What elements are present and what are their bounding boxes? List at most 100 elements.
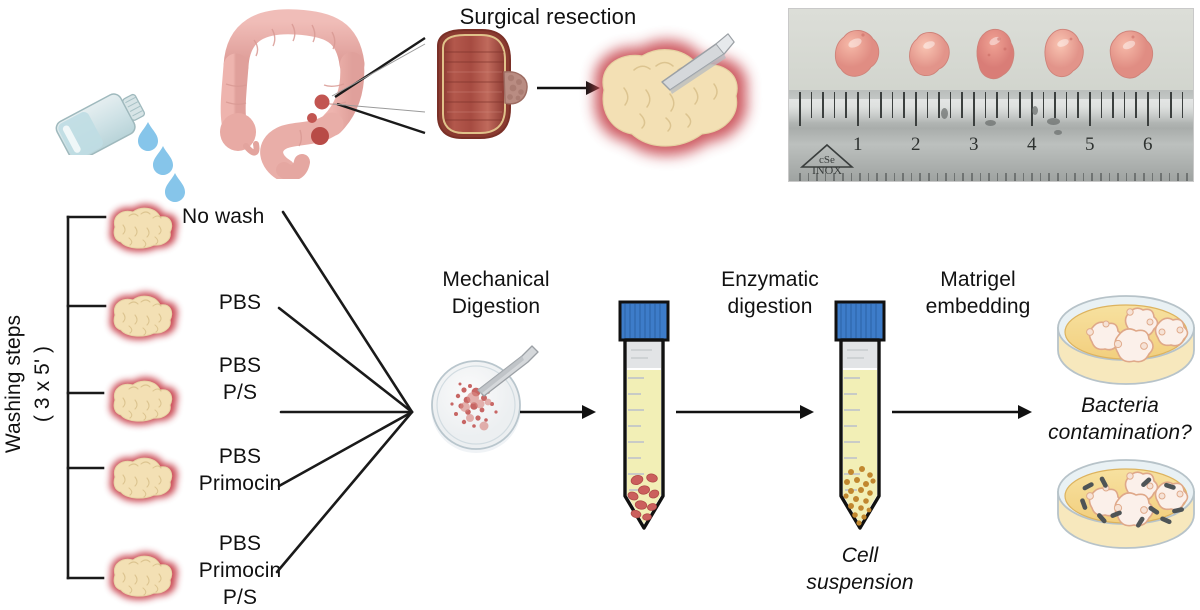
ruler-tick-fine [816,172,818,181]
tissue-specimen-icon [103,370,181,428]
ruler-tick [984,91,987,118]
ruler-number: 6 [1143,133,1153,155]
ruler-tick-fine [1117,172,1119,181]
washing-steps-axis-label: Washing steps ( 3 x 5' ) [2,314,54,454]
ruler-tick-fine [885,172,887,181]
ruler-tick [1135,91,1137,118]
wash-condition-label: PBS P/S [218,354,262,404]
ruler-tick-fine [1108,172,1111,181]
petri-dish-organoids-contaminated [1052,450,1200,567]
ruler-tick [1042,91,1045,118]
ruler-tick [1031,91,1033,126]
ruler-number: 5 [1085,133,1095,155]
ruler-material-text: INOX [812,163,842,175]
colon-anatomy-icon [196,4,396,182]
ruler-tick [915,91,917,126]
ruler-tick [880,91,882,118]
ruler-tick-fine [928,172,930,181]
ruler-number: 1 [853,133,863,155]
ruler-tick [1100,91,1103,118]
ruler-tick [822,91,824,118]
ruler-tick-fine [1160,172,1162,181]
ruler-tick [1181,91,1184,118]
ruler-number: 3 [969,133,979,155]
ruler-tick [891,91,894,118]
ruler-tick [1112,91,1114,118]
resected-tissue-specimen [574,18,774,173]
ruler-tick [938,91,940,118]
ruler-tick-fine [919,172,921,181]
conical-tube-icon-digestion [608,300,680,550]
conical-tube-icon-cell-suspension [824,300,896,550]
ruler-tick [1147,91,1149,126]
ruler-tick [973,91,975,126]
ruler-tick [868,91,871,118]
wash-condition-label: PBS Primocin [198,445,282,495]
ruler-tick-fine [1005,172,1007,181]
ruler-tick-fine [1168,172,1171,181]
ruler-tick [810,91,813,118]
tissue-specimen-icon [103,197,181,255]
ruler-tick-fine [1031,172,1033,181]
ruler-tick [845,91,847,118]
bacteria-rod-icon [1080,476,1184,528]
ruler-brand-text: cSe [819,154,835,166]
ruler-tick-fine [1014,172,1016,181]
ruler-tick-fine [1100,172,1102,181]
ruler-tick-fine [824,172,827,181]
wash-condition-label: No wash [182,205,265,228]
ruler-tick-fine [867,172,870,181]
ruler-tick [799,91,801,126]
ruler-tick [1089,91,1091,126]
ruler-tick-fine [1177,172,1179,181]
ruler-number: 2 [911,133,921,155]
ruler-tick-fine [893,172,896,181]
ruler-tick-fine [996,172,999,181]
ruler-tick-fine [988,172,990,181]
ruler-tick-fine [971,172,973,181]
ruler-tick-fine [979,172,982,181]
caption-bacteria-contamination: Bacteria contamination? [1048,394,1192,444]
ruler-tick-fine [1082,172,1085,181]
wash-condition-label: PBS Primocin P/S [198,532,282,609]
step-label-enzymatic-digestion: Enzymatic digestion [721,268,819,318]
ruler-tick-fine [1039,172,1042,181]
ruler-tick-fine [1065,172,1068,181]
ruler-tick [1170,91,1172,118]
ruler-tick [1065,91,1068,118]
ruler-tick-fine [1134,172,1136,181]
ruler-tick [1054,91,1056,118]
ruler-tick-fine [807,172,810,181]
ruler-tick-fine [1151,172,1154,181]
bowel-segment-icon [424,26,534,141]
ruler-tick-fine [842,172,844,181]
ruler-tick [857,91,859,126]
tissue-specimen-icon [103,285,181,343]
ruler-tick [926,91,929,118]
petri-dish-minced-tissue [418,340,548,470]
ruler-tick [833,91,836,118]
ruler-tick-fine [910,172,913,181]
ruler-tick-fine [876,172,878,181]
ruler-brand-mark: cSe INOX [797,141,857,179]
ruler-tick-fine [1125,172,1128,181]
ruler-tick-fine [1057,172,1059,181]
ruler-tick-fine [945,172,947,181]
ruler-tick-fine [962,172,964,181]
ruler-tick [1077,91,1079,118]
ruler-tick-fine [1048,172,1050,181]
ruler-tick-fine [953,172,956,181]
step-label-mechanical-digestion: Mechanical Digestion [442,268,550,318]
ruler-tick-fine [1022,172,1025,181]
wash-condition-label: PBS [218,291,262,314]
ruler-tick [949,91,952,118]
ruler-tick [1007,91,1010,118]
step-label-matrigel-embedding: Matrigel embedding [925,268,1031,318]
tissue-specimen-icon [103,447,181,505]
ruler-tick-fine [936,172,939,181]
ruler-tick-fine [1091,172,1093,181]
ruler-tick [1123,91,1126,118]
ruler-tick [1019,91,1021,118]
